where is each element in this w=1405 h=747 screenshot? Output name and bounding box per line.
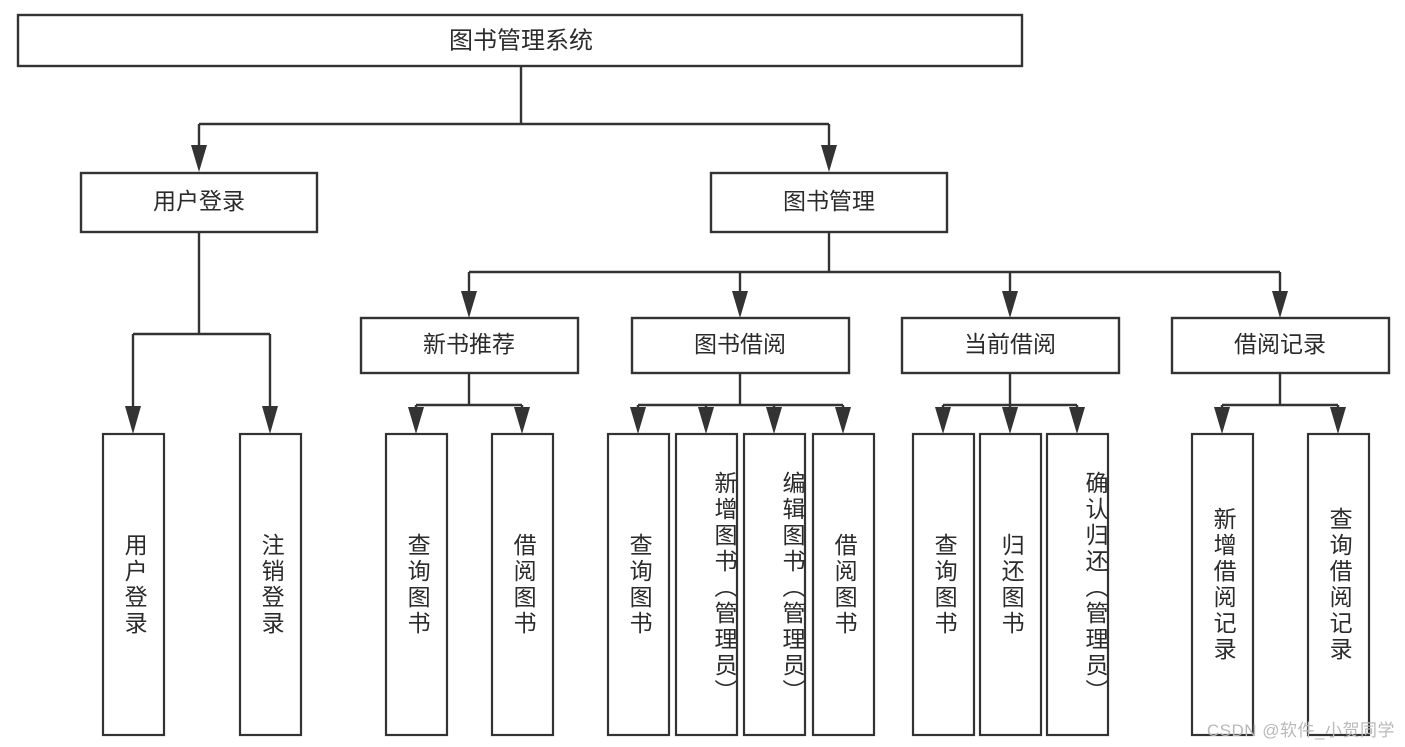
arrow-currentborrow-leaf1 (935, 407, 951, 434)
leaf-box[interactable] (606, 432, 671, 737)
arrow-user-login-leaf1 (125, 406, 141, 434)
leaf-box[interactable] (101, 432, 166, 737)
arrow-bookborrow-leaf2 (698, 407, 714, 434)
current-borrow-box[interactable] (900, 316, 1121, 375)
leaf-box[interactable] (490, 432, 555, 737)
arrow-currentborrow-leaf3 (1069, 407, 1085, 434)
arrow-borrowrecord-leaf1 (1214, 407, 1230, 434)
watermark: CSDN @软件_小贺同学 (1206, 721, 1395, 740)
arrow-bm-to-borrow-record (1272, 291, 1288, 318)
leaf-boxes-user-login (101, 432, 303, 737)
leaf-boxes-current-borrow (911, 432, 1110, 737)
book-borrow-box[interactable] (630, 316, 851, 375)
leaf-box[interactable] (1190, 432, 1255, 737)
leaf-boxes-book-borrow (606, 432, 876, 737)
leaf-box[interactable] (811, 432, 876, 737)
current-borrow-label: 当前借阅 (964, 331, 1056, 357)
arrow-user-login-leaf2 (262, 406, 278, 434)
connectors-borrow-record-to-leaves (1214, 373, 1346, 434)
connectors-book-borrow-to-leaves (630, 373, 851, 434)
root-label: 图书管理系统 (449, 27, 593, 54)
node-current-borrow[interactable]: 当前借阅 (900, 316, 1121, 375)
book-manage-label: 图书管理 (783, 188, 875, 214)
node-new-book-recommend[interactable]: 新书推荐 (359, 316, 580, 375)
connectors-new-book-to-leaves (408, 373, 530, 434)
borrow-record-box[interactable] (1170, 316, 1391, 375)
borrow-record-label: 借阅记录 (1234, 331, 1326, 357)
leaf-box[interactable] (1045, 432, 1110, 737)
arrow-newbook-leaf1 (408, 407, 424, 434)
leaf-boxes-borrow-record (1190, 432, 1371, 737)
node-root[interactable]: 图书管理系统 (16, 13, 1024, 68)
arrow-currentborrow-leaf2 (1002, 407, 1018, 434)
new-book-recommend-label: 新书推荐 (423, 331, 515, 357)
leaf-box[interactable] (978, 432, 1043, 737)
leaf-box[interactable] (384, 432, 449, 737)
leaf-boxes-new-book-recommend (384, 432, 555, 737)
book-borrow-label: 图书借阅 (694, 331, 786, 357)
arrow-bookborrow-leaf3 (766, 407, 782, 434)
arrow-bookborrow-leaf4 (835, 407, 851, 434)
root-box[interactable] (16, 13, 1024, 68)
book-manage-box[interactable] (709, 171, 949, 234)
arrow-newbook-leaf2 (514, 407, 530, 434)
connectors-book-manage-to-level3 (461, 232, 1288, 318)
arrow-root-to-user-login (191, 145, 207, 172)
new-book-recommend-box[interactable] (359, 316, 580, 375)
node-user-login[interactable]: 用户登录 (79, 171, 319, 234)
leaf-box[interactable] (1306, 432, 1371, 737)
connectors-current-borrow-to-leaves (935, 373, 1085, 434)
user-login-box[interactable] (79, 171, 319, 234)
connectors-user-login-to-leaves (125, 232, 278, 434)
arrow-bm-to-current-borrow (1002, 291, 1018, 318)
node-borrow-record[interactable]: 借阅记录 (1170, 316, 1391, 375)
node-book-manage[interactable]: 图书管理 (709, 171, 949, 234)
node-book-borrow[interactable]: 图书借阅 (630, 316, 851, 375)
user-login-label: 用户登录 (153, 188, 245, 214)
arrow-bookborrow-leaf1 (630, 407, 646, 434)
leaf-box[interactable] (674, 432, 739, 737)
arrow-bm-to-new-book (461, 291, 477, 318)
leaf-box[interactable] (911, 432, 976, 737)
arrow-root-to-book-manage (821, 145, 837, 172)
connectors-root-to-level2 (191, 66, 837, 172)
leaf-box[interactable] (238, 432, 303, 737)
leaf-box[interactable] (742, 432, 807, 737)
arrow-borrowrecord-leaf2 (1330, 407, 1346, 434)
arrow-bm-to-book-borrow (732, 291, 748, 318)
